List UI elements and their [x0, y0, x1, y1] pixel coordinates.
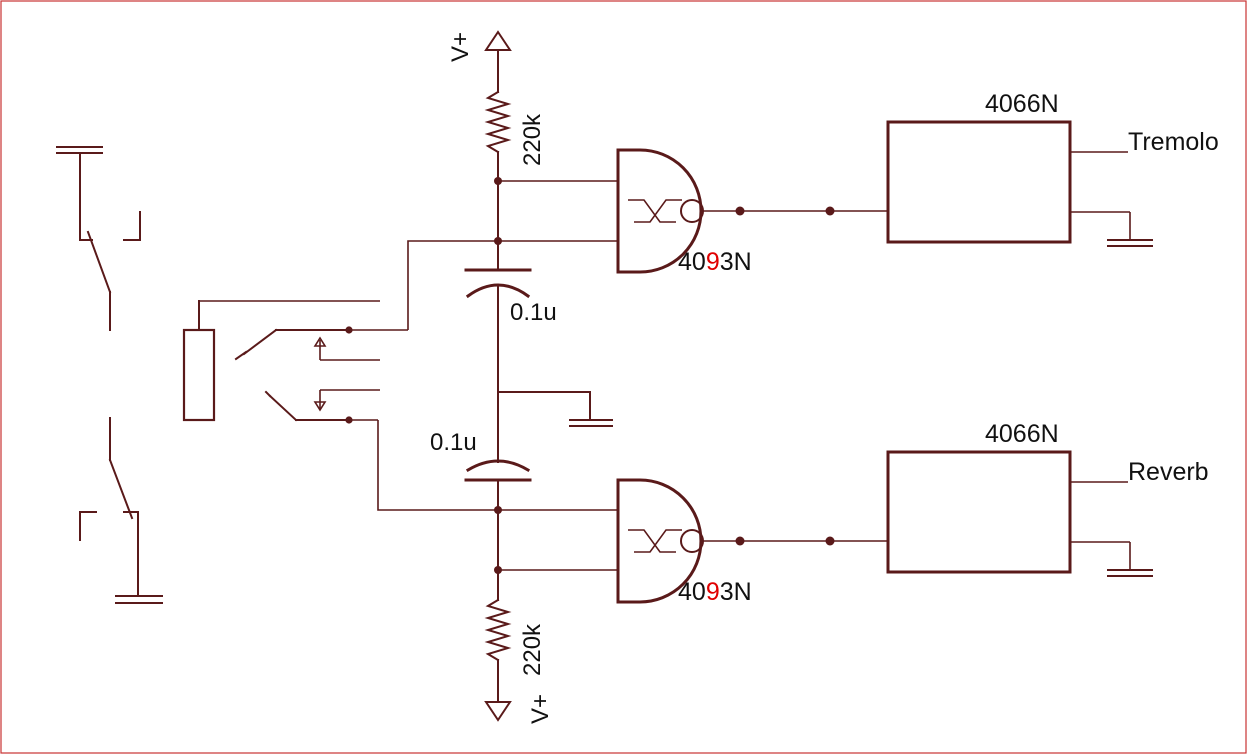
ground-middle	[497, 391, 613, 427]
nand-gate-top	[498, 148, 888, 274]
supply-bottom-label: V+	[527, 694, 554, 724]
output-tremolo-label: Tremolo	[1128, 128, 1219, 156]
output-reverb-label: Reverb	[1128, 458, 1209, 486]
supply-top-label: V+	[447, 32, 474, 62]
capacitor-top	[464, 268, 532, 463]
supply-top	[484, 30, 512, 269]
analog-switch-top	[886, 120, 1153, 247]
jack-connector	[182, 300, 408, 424]
wire-jack-top	[407, 240, 498, 330]
footswitch-top	[56, 146, 141, 331]
switch-ic-bottom-label: 4066N	[985, 420, 1059, 448]
resistor-top-label: 220k	[519, 113, 546, 166]
cap-top-label: 0.1u	[510, 299, 557, 326]
nand-gate-bottom	[498, 478, 888, 604]
capacitor-bottom	[464, 459, 532, 601]
resistor-bottom-label: 220k	[519, 623, 546, 676]
gate-bottom-part-label: 4093N	[678, 578, 752, 606]
gate-top-part-label: 4093N	[678, 248, 752, 276]
switch-ic-top-label: 4066N	[985, 90, 1059, 118]
cap-bottom-label: 0.1u	[430, 429, 477, 456]
footswitch-bottom	[79, 417, 163, 604]
wire-jack-bottom	[377, 420, 498, 511]
supply-bottom	[484, 598, 512, 722]
analog-switch-bottom	[886, 450, 1153, 577]
